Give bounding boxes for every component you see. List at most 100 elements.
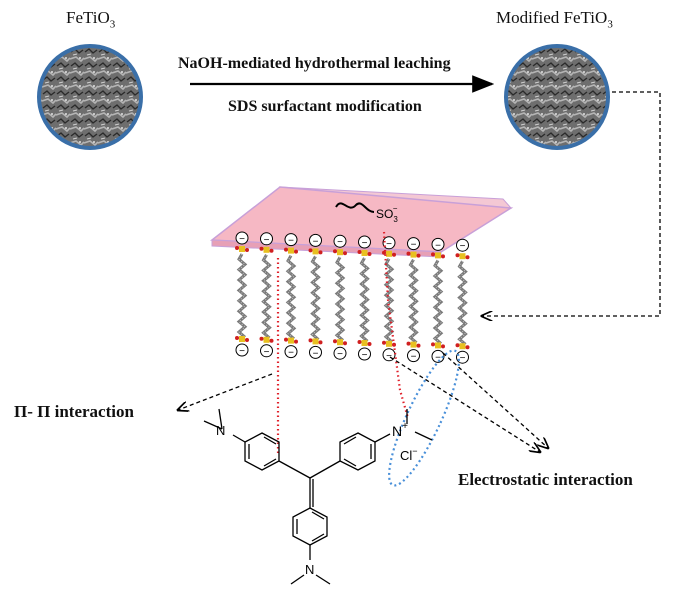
negative-charge-icon (284, 233, 298, 247)
alkyl-chain (359, 257, 370, 343)
sulfate-head (288, 247, 294, 254)
sulfate-head (459, 253, 466, 260)
sulfate-head (361, 340, 368, 346)
charge-sign: − (239, 234, 245, 245)
sulfate-head (337, 339, 343, 346)
interaction-ellipse (388, 349, 460, 487)
negative-charge-icon (309, 345, 322, 359)
surfactant-chain: −− (357, 235, 372, 361)
surfactant-chain: −− (382, 236, 396, 362)
charge-sign: − (337, 237, 343, 248)
sulfate-head (459, 343, 466, 350)
surfactant-chain: −− (308, 233, 323, 359)
alkyl-chain (261, 254, 272, 340)
negative-charge-icon (260, 344, 273, 358)
negative-charge-icon (431, 349, 445, 363)
sulfate-head (239, 246, 245, 252)
negative-charge-icon (235, 343, 249, 357)
sulfate-head (337, 249, 343, 256)
alkyl-chain (457, 260, 468, 346)
alkyl-chain (236, 253, 248, 339)
charge-sign: − (362, 238, 368, 249)
sulfate-head (288, 337, 294, 344)
charge-sign: − (337, 349, 343, 360)
sulfate-head (312, 248, 319, 255)
n-atom-bottom: N (305, 562, 314, 577)
charge-sign: − (313, 236, 319, 247)
charge-sign: − (386, 351, 392, 362)
sulfate-head (312, 338, 319, 345)
sulfate-head (239, 336, 245, 342)
charge-sign: − (435, 240, 441, 251)
process-step-leaching: NaOH-mediated hydrothermal leaching (178, 55, 451, 72)
crystal-violet-molecule (203, 408, 433, 585)
surfactant-chain: −− (455, 238, 470, 364)
sulfate-head (410, 341, 417, 348)
alkyl-chain (432, 259, 444, 345)
negative-charge-icon (333, 234, 347, 248)
n-plus-atom: N+ (392, 421, 408, 439)
negative-charge-icon (431, 237, 445, 251)
negative-charge-icon (260, 232, 273, 246)
so3-label: SO3− (376, 204, 398, 224)
charge-sign: − (288, 348, 294, 359)
negative-charge-icon (333, 346, 347, 360)
cl-counterion: Cl− (400, 446, 418, 463)
charge-sign: − (264, 235, 270, 246)
electrostatic-arrow-1 (389, 356, 540, 452)
electrostatic-dotted-line (382, 231, 410, 419)
sulfate-head (435, 342, 441, 349)
raw-fetio3-label: FeTiO3 (66, 8, 116, 31)
charge-sign: − (288, 236, 294, 247)
sulfate-head (386, 340, 392, 347)
alkyl-chain (285, 254, 297, 340)
negative-charge-icon (284, 345, 298, 359)
negative-charge-icon (407, 349, 420, 363)
alkyl-chain (310, 255, 321, 341)
sulfate-head (263, 336, 270, 343)
negative-charge-icon (456, 238, 469, 252)
sem-image-raw (37, 44, 143, 150)
sulfate-head (361, 250, 368, 256)
charge-sign: − (313, 348, 319, 359)
charge-sign: − (460, 241, 466, 252)
sds-tail-icon (335, 202, 375, 213)
charge-sign: − (411, 352, 417, 363)
dashed-connector (482, 91, 661, 316)
negative-charge-icon (407, 237, 420, 251)
negative-charge-icon (382, 236, 396, 250)
alkyl-chain (408, 258, 419, 344)
surfactant-chain: −− (235, 231, 249, 357)
electrostatic-arrow-2 (442, 352, 548, 448)
electrostatic-interaction-label: Electrostatic interaction (458, 470, 633, 489)
surfactant-chain: −− (284, 233, 298, 359)
surfactant-chain: −− (406, 237, 421, 363)
surfactant-chain: −− (259, 232, 274, 358)
surfactant-chain: −− (431, 237, 445, 363)
alkyl-chain (334, 256, 346, 342)
charge-sign: − (411, 240, 417, 251)
sulfate-head (410, 251, 417, 258)
charge-sign: − (362, 350, 368, 361)
charge-sign: − (435, 352, 441, 363)
n-atom-left: N (216, 423, 225, 438)
sem-image-modified (504, 44, 610, 150)
charge-sign: − (460, 353, 466, 364)
process-step-sds: SDS surfactant modification (228, 98, 422, 115)
negative-charge-icon (358, 347, 371, 361)
negative-charge-icon (309, 233, 322, 247)
modified-fetio3-label: Modified FeTiO3 (496, 8, 613, 31)
sulfate-head (263, 246, 270, 253)
negative-charge-icon (358, 235, 371, 249)
charge-sign: − (239, 346, 245, 357)
pi-arrow (178, 373, 273, 410)
negative-charge-icon (235, 231, 249, 245)
charge-sign: − (386, 239, 392, 250)
alkyl-chain (383, 258, 395, 344)
charge-sign: − (264, 347, 270, 358)
sulfate-head (386, 250, 392, 257)
surfactant-chains: −−−−−−−−−−−−−−−−−−−− (235, 231, 470, 364)
surfactant-chain: −− (333, 234, 347, 360)
sulfate-head (435, 252, 441, 259)
